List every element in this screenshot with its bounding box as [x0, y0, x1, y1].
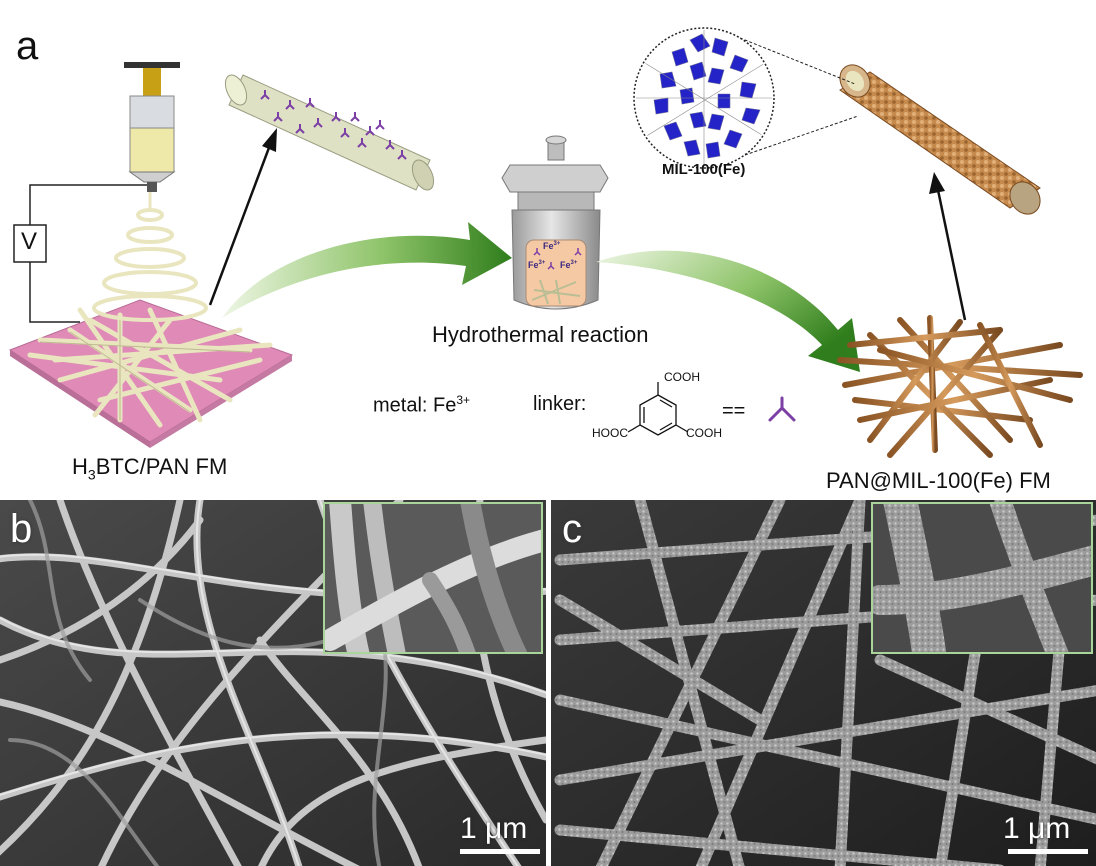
hydrothermal-reactor — [501, 135, 609, 310]
mof-structure — [633, 27, 775, 169]
mof-label: MIL-100(Fe) — [662, 161, 746, 178]
equals-sign: == — [722, 400, 746, 422]
linker-structure — [627, 382, 689, 436]
fe-label-1: Fe3+ — [543, 241, 561, 251]
voltage-symbol: V — [21, 228, 38, 255]
panel-letter-c: c — [562, 507, 582, 551]
linker-symbol — [768, 396, 796, 422]
metal-prefix: metal: Fe — [373, 394, 457, 417]
single-fiber-linker — [224, 74, 435, 191]
panel-letter-b: b — [10, 507, 33, 551]
cooh-right: COOH — [686, 426, 722, 440]
scale-bar-c — [1008, 849, 1088, 854]
caption-left-prefix: H — [72, 454, 88, 479]
green-arrow-2 — [596, 250, 860, 372]
voltage-circuit — [13, 184, 147, 323]
scale-label-b: 1 μm — [460, 812, 528, 845]
metal-sup: 3+ — [456, 393, 471, 407]
fiber-mat-mof — [837, 315, 1083, 458]
panel-letter-a: a — [16, 24, 39, 68]
scale-bar-b — [460, 849, 540, 854]
syringe — [124, 62, 180, 192]
caption-left-sub: 3 — [87, 466, 96, 483]
caption-center: Hydrothermal reaction — [432, 322, 649, 347]
cooh-top: COOH — [664, 370, 700, 384]
caption-left-suffix: BTC/PAN FM — [95, 454, 228, 479]
spiral-jet — [92, 208, 208, 322]
arrow-up-left — [262, 128, 277, 152]
fe-label-2: Fe3+ — [528, 260, 546, 270]
caption-left: H3BTC/PAN FM — [72, 454, 227, 482]
sem-fibers-c — [554, 500, 1096, 866]
caption-right: PAN@MIL-100(Fe) FM — [826, 468, 1051, 493]
mof-coated-fiber — [839, 64, 1041, 215]
linker-label: linker: — [533, 393, 587, 415]
hooc-left: HOOC — [592, 426, 628, 440]
arrow-up — [929, 172, 945, 194]
metal-label: metal: Fe3+ — [373, 393, 470, 418]
fe-label-3: Fe3+ — [560, 260, 578, 270]
green-arrow-1 — [222, 222, 512, 318]
scale-label-c: 1 μm — [1003, 812, 1071, 845]
